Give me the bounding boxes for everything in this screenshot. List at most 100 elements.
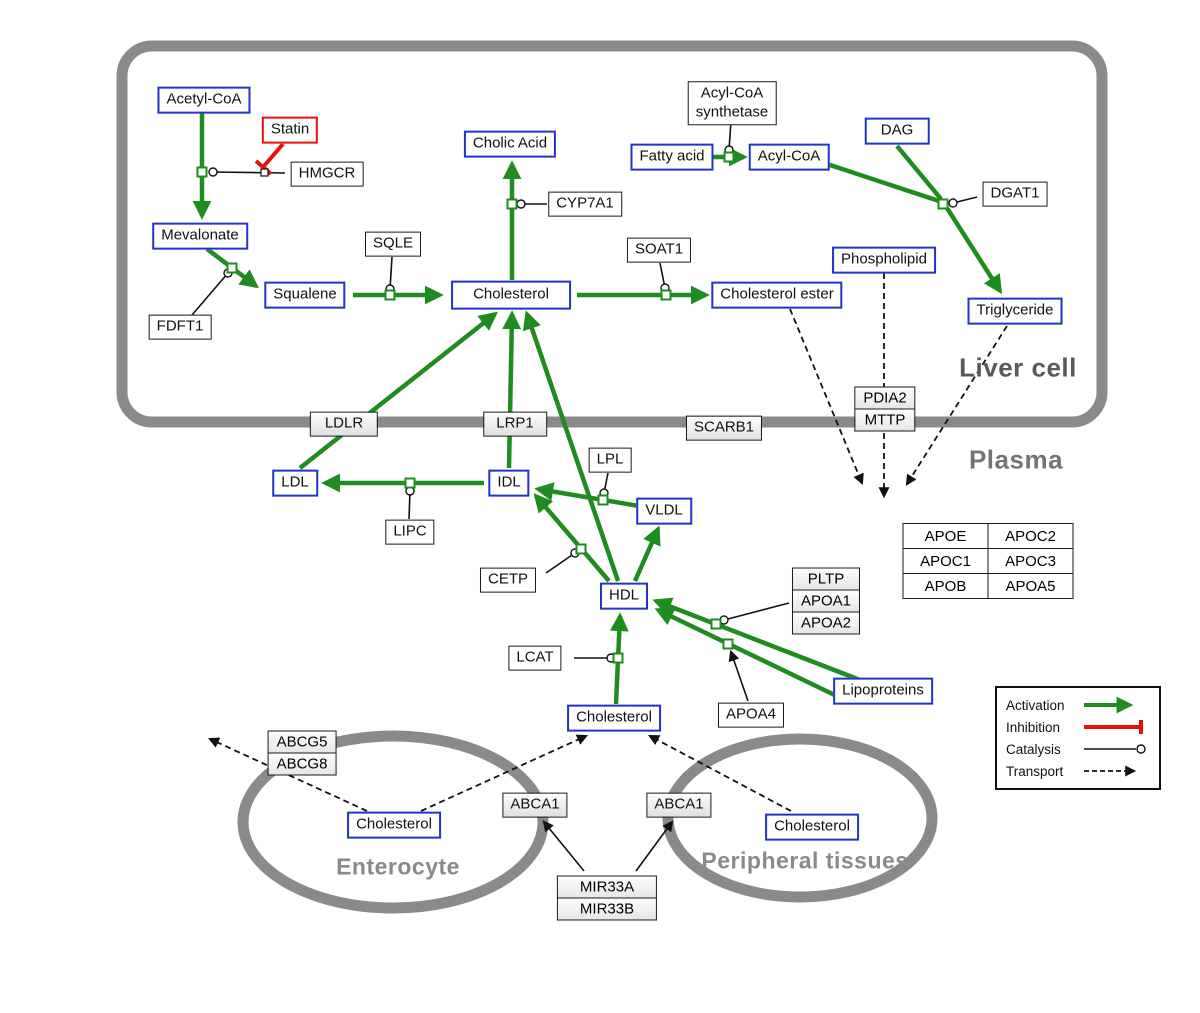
node-lipc[interactable]: LIPC	[385, 519, 435, 545]
node-fdft1[interactable]: FDFT1	[148, 314, 212, 340]
node-hdl[interactable]: HDL	[599, 582, 649, 610]
node-abca1-peripheral[interactable]: ABCA1	[646, 792, 712, 818]
node-sqle[interactable]: SQLE	[364, 231, 422, 257]
node-vldl[interactable]: VLDL	[636, 497, 692, 525]
node-cyp7a1[interactable]: CYP7A1	[548, 191, 622, 217]
node-abcg5[interactable]: ABCG5	[267, 730, 337, 754]
node-dgat1[interactable]: DGAT1	[982, 181, 1048, 207]
node-pdia2[interactable]: PDIA2	[854, 386, 916, 410]
node-fatty-acid[interactable]: Fatty acid	[630, 143, 714, 171]
edge-enterocyte-cholesterol-export	[420, 734, 589, 812]
legend-activation: Activation	[1006, 695, 1150, 715]
inhibition-tbar-icon	[1084, 720, 1143, 734]
node-hmgcr[interactable]: HMGCR	[290, 161, 364, 187]
node-lcat[interactable]: LCAT	[508, 645, 562, 671]
edge-idl-cholesterol	[502, 310, 522, 469]
membranes	[116, 40, 1108, 914]
node-lpl[interactable]: LPL	[588, 447, 632, 473]
cat-apoa4	[728, 649, 749, 702]
node-idl[interactable]: IDL	[488, 469, 530, 497]
activation-arrow-icon	[1084, 696, 1134, 714]
node-cholesterol-plasma[interactable]: Cholesterol	[567, 704, 661, 732]
edge-hdl-cholesterol	[522, 310, 621, 582]
node-lrp1[interactable]: LRP1	[483, 411, 547, 437]
node-apoa2[interactable]: APOA2	[791, 612, 861, 635]
edge-acylcoa-junction	[826, 161, 940, 204]
edge-statin-hmgcr	[262, 142, 285, 168]
edge-junction-triglyceride	[945, 206, 1003, 295]
edge-ldl-cholesterol	[298, 311, 498, 470]
node-acyl-coa-synthetase[interactable]: Acyl-CoA synthetase	[687, 81, 777, 125]
edge-peripheral-cholesterol-export	[648, 734, 792, 812]
cat-mir33-abca1-peripheral	[635, 820, 674, 872]
node-acyl-coa[interactable]: Acyl-CoA	[748, 143, 830, 171]
node-apoc2[interactable]: APOC2	[987, 523, 1074, 549]
node-soat1[interactable]: SOAT1	[626, 237, 692, 263]
node-pltp[interactable]: PLTP	[791, 567, 861, 591]
node-apoa1[interactable]: APOA1	[791, 590, 861, 613]
node-mttp[interactable]: MTTP	[854, 409, 916, 432]
node-abca1-enterocyte[interactable]: ABCA1	[502, 792, 568, 818]
legend-inhibition-label: Inhibition	[1006, 719, 1061, 735]
node-apoa5[interactable]: APOA5	[987, 573, 1074, 599]
node-ldlr[interactable]: LDLR	[309, 411, 379, 437]
catalysis-anchor	[260, 168, 269, 177]
cat-acylcoa-synthetase	[724, 120, 734, 155]
catalysis-circle-icon	[1084, 744, 1146, 754]
node-triglyceride[interactable]: Triglyceride	[967, 297, 1063, 325]
node-dag[interactable]: DAG	[864, 117, 930, 145]
node-lipoproteins[interactable]: Lipoproteins	[833, 677, 933, 705]
node-statin[interactable]: Statin	[261, 116, 319, 144]
stack-mir33: MIR33A MIR33B	[556, 875, 658, 921]
node-cholesterol-peripheral[interactable]: Cholesterol	[765, 813, 859, 841]
node-scarb1[interactable]: SCARB1	[685, 415, 763, 441]
edge-lipoproteins-hdl-1	[652, 597, 861, 683]
liver-cell-label: Liver cell	[959, 352, 1077, 383]
node-cholesterol-ester[interactable]: Cholesterol ester	[711, 281, 843, 309]
node-ldl[interactable]: LDL	[272, 469, 318, 497]
legend-activation-label: Activation	[1006, 697, 1065, 713]
legend-inhibition: Inhibition	[1006, 717, 1150, 737]
legend-catalysis: Catalysis	[1006, 739, 1150, 759]
cat-cetp	[545, 548, 580, 574]
plasma-label: Plasma	[968, 444, 1064, 475]
acyl-coa-synthetase-line1: Acyl-CoA	[700, 84, 764, 102]
node-cholesterol-liver[interactable]: Cholesterol	[451, 280, 571, 310]
node-cetp[interactable]: CETP	[479, 567, 537, 593]
node-apoe[interactable]: APOE	[902, 523, 989, 549]
node-phospholipid[interactable]: Phospholipid	[832, 246, 936, 274]
inhibition-edges	[254, 142, 285, 176]
activation-edges	[192, 113, 1003, 705]
node-mevalonate[interactable]: Mevalonate	[152, 222, 248, 250]
edge-triglyceride-plasma	[905, 325, 1008, 486]
edge-hdl-idl	[533, 493, 611, 583]
node-cholic-acid[interactable]: Cholic Acid	[463, 130, 557, 158]
legend: Activation Inhibition Catalysis Transpor…	[995, 686, 1161, 790]
cat-hmgcr	[208, 167, 286, 177]
node-apoa4[interactable]: APOA4	[717, 702, 785, 728]
node-mir33a[interactable]: MIR33A	[556, 875, 658, 899]
apolipoprotein-table: APOE APOC2 APOC1 APOC3 APOB APOA5	[902, 523, 1074, 599]
cat-sqle	[385, 256, 395, 294]
node-abcg8[interactable]: ABCG8	[267, 753, 337, 776]
edge-hdl-vldl	[632, 525, 661, 582]
peripheral-tissues-membrane	[662, 733, 938, 903]
node-squalene[interactable]: Squalene	[264, 281, 346, 309]
cat-fdft1	[191, 268, 233, 316]
node-mir33b[interactable]: MIR33B	[556, 898, 658, 921]
cat-lpl	[599, 472, 609, 498]
transport-arrow-icon	[1084, 765, 1137, 777]
node-apob[interactable]: APOB	[902, 573, 989, 599]
stack-abcg5-abcg8: ABCG5 ABCG8	[267, 730, 337, 776]
legend-catalysis-label: Catalysis	[1006, 741, 1061, 757]
edge-enterocyte-cholesterol-efflux	[208, 737, 368, 812]
edge-cholesterolester-plasma	[789, 308, 864, 486]
node-cholesterol-enterocyte[interactable]: Cholesterol	[347, 811, 441, 839]
cat-soat1	[659, 262, 670, 293]
node-apoc1[interactable]: APOC1	[902, 548, 989, 574]
node-apoc3[interactable]: APOC3	[987, 548, 1074, 574]
node-acetyl-coa[interactable]: Acetyl-CoA	[157, 86, 251, 114]
edge-dag-junction	[895, 144, 943, 201]
liver-cell-membrane	[116, 40, 1108, 428]
